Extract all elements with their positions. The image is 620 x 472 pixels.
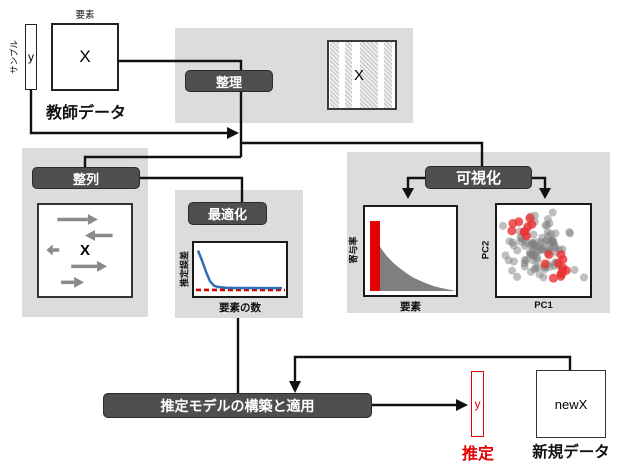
arrowhead-model-icon [289,381,301,393]
teacher-y-vector: y [25,24,37,90]
hatch-stripe [330,42,339,108]
teacher-data-caption: 教師データ [46,105,127,122]
element-axis-label: 要素 [75,10,95,21]
error-curve-xlabel: 要素の数 [219,302,261,314]
aligned-x-matrix: X [37,203,133,298]
contribution-chart [363,205,458,297]
newx-label: newX [554,396,588,412]
hatch-stripe [384,42,392,108]
visualize-step-button[interactable]: 可視化 [425,166,532,189]
sample-axis-label: サンプル [9,40,19,74]
teacher-x-matrix: X [51,23,119,91]
estimated-y-vector: y [471,371,484,437]
align-arrows-graphic [46,214,113,288]
visualize-step-label: 可視化 [455,170,501,187]
arrowhead-estimate-icon [456,399,468,411]
contribution-xlabel: 要素 [400,301,421,313]
align-step-button[interactable]: 整列 [32,167,140,189]
organized-x-matrix: X [327,40,397,110]
estimated-y-label: y [474,397,481,411]
teacher-x-label: X [79,47,91,66]
pca-scatter-xlabel: PC1 [534,300,553,311]
hatch-stripe [360,42,378,108]
error-curve-ylabel: 推定誤差 [179,250,190,288]
optimize-step-label: 最適化 [207,207,247,222]
organize-step-button[interactable]: 整理 [185,70,273,92]
error-curve-chart [192,241,288,298]
align-step-label: 整列 [72,171,99,187]
arrowhead-junction-icon [227,127,239,139]
estimate-caption: 推定 [461,446,494,463]
contribution-ylabel: 寄与率 [348,236,359,264]
teacher-y-label: y [28,50,34,64]
optimize-step-button[interactable]: 最適化 [188,202,267,225]
model-step-label: 推定モデルの構築と適用 [160,397,315,414]
new-data-caption: 新規データ [532,444,610,461]
hatch-stripe [345,42,352,108]
pca-scatter-ylabel: PC2 [480,240,492,260]
pca-scatter-chart [495,203,592,298]
connector-newx-to-model [293,355,572,382]
newx-matrix: newX [536,370,606,438]
model-step-button[interactable]: 推定モデルの構築と適用 [103,393,372,418]
organize-step-label: 整理 [215,74,242,90]
